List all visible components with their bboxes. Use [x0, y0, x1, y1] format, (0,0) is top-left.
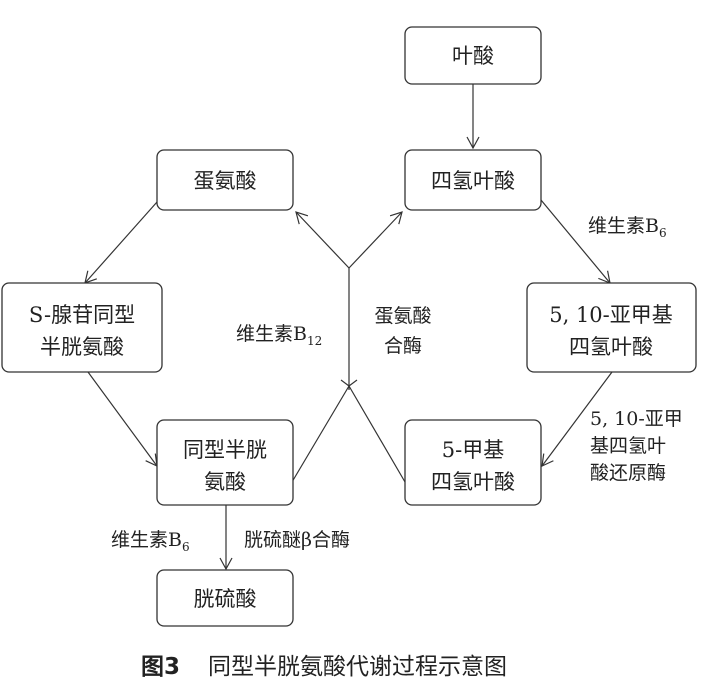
node-methylene-thf: 5, 10-亚甲基 四氢叶酸 [526, 282, 697, 373]
svg-text:5-甲基: 5-甲基 [442, 438, 504, 462]
svg-text:5, 10-亚甲基: 5, 10-亚甲基 [549, 303, 673, 327]
node-methionine: 蛋氨酸 [156, 149, 294, 211]
label-methionine-synthase-line2: 合酶 [384, 335, 422, 357]
svg-text:半胱氨酸: 半胱氨酸 [40, 335, 124, 359]
label-cbs: 胱硫醚β合酶 [244, 529, 350, 551]
svg-text:叶酸: 叶酸 [452, 44, 494, 68]
caption-number: 图3 [141, 654, 180, 680]
svg-text:四氢叶酸: 四氢叶酸 [569, 335, 653, 359]
svg-text:蛋氨酸: 蛋氨酸 [194, 169, 257, 193]
svg-text:胱硫酸: 胱硫酸 [194, 587, 257, 611]
junction-arrowhead-icon [340, 379, 358, 387]
label-mthfr-line3: 酸还原酶 [590, 462, 666, 484]
label-vitamin-b6-top: 维生素B6 [588, 215, 667, 240]
arrow-thf-to-methylene [540, 199, 611, 284]
arrows [84, 84, 613, 571]
arrow-sam-to-homocysteine [87, 371, 158, 468]
node-homocysteine: 同型半胱 氨酸 [156, 419, 294, 506]
arrow-methylene-to-methylthf [541, 371, 613, 468]
node-tetrahydrofolate: 四氢叶酸 [404, 149, 542, 211]
line-homocysteine-to-junction [291, 385, 350, 483]
label-vitamin-b12: 维生素B12 [236, 323, 322, 348]
svg-text:同型半胱: 同型半胱 [183, 438, 267, 462]
arrow-methionine-to-sam [84, 201, 158, 284]
label-mthfr-line2: 基四氢叶 [590, 435, 666, 457]
node-cystathionine: 胱硫酸 [156, 569, 294, 627]
caption-title: 同型半胱氨酸代谢过程示意图 [208, 654, 507, 680]
node-folic-acid: 叶酸 [404, 26, 542, 85]
label-vitamin-b6-bottom: 维生素B6 [111, 529, 190, 554]
line-methylthf-to-junction [348, 385, 406, 483]
node-s-adenosylhomocysteine: S-腺苷同型 半胱氨酸 [1, 282, 163, 373]
svg-text:氨酸: 氨酸 [204, 470, 246, 494]
arrow-to-methionine [295, 211, 350, 269]
arrow-to-thf [348, 211, 403, 269]
svg-text:四氢叶酸: 四氢叶酸 [431, 470, 515, 494]
node-methyl-thf: 5-甲基 四氢叶酸 [404, 419, 542, 506]
label-methionine-synthase: 蛋氨酸 [374, 305, 431, 327]
svg-text:S-腺苷同型: S-腺苷同型 [29, 303, 135, 327]
label-mthfr: 5, 10-亚甲 [590, 408, 683, 430]
svg-text:四氢叶酸: 四氢叶酸 [431, 169, 515, 193]
